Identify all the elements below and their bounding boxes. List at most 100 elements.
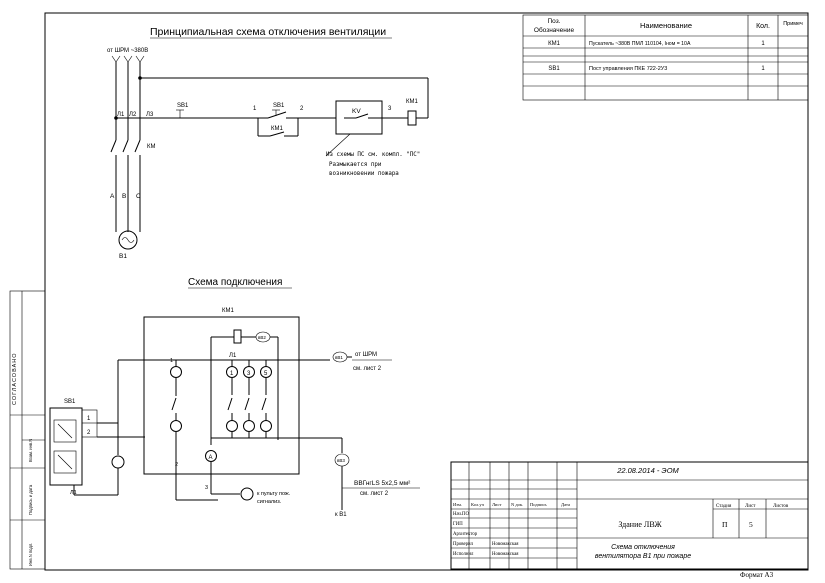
- terminal-3: 3: [388, 106, 392, 112]
- inv-orig-label: Взам. инв.N: [28, 439, 33, 462]
- control-circuit: SB1 1 SB1 2 КМ1 KV: [116, 78, 429, 177]
- motor-term-a: A: [110, 193, 115, 200]
- sign-date-label: Подпись и дата: [28, 484, 33, 515]
- terminal-circle-1: [226, 366, 238, 378]
- role-checked: Проверил: [453, 542, 474, 547]
- wire-2-label: 2: [175, 462, 178, 468]
- fire-panel-terminal: [240, 487, 254, 501]
- sb1-start-label: SB1: [273, 103, 285, 109]
- terminal-1-label: 1: [230, 371, 234, 377]
- spec-row-2-qty: 1: [761, 66, 765, 72]
- fire-panel-1: к пульту пож.: [257, 491, 291, 497]
- sheets-label: Листов: [773, 504, 789, 509]
- terminal-3-label: 3: [247, 371, 251, 377]
- sb1-panel: [49, 407, 83, 486]
- col-kol: Кол.уч: [471, 502, 485, 507]
- fire-panel-2: сигнализ.: [257, 499, 282, 505]
- terminal-circle-3: [243, 366, 255, 378]
- note-line-2: Размыкается при: [329, 162, 381, 168]
- spec-header-qty: Кол.: [756, 23, 770, 30]
- motor-symbol: [118, 230, 138, 250]
- phase-l3: Л3: [146, 112, 154, 118]
- building: Здание ЛВЖ: [618, 520, 662, 529]
- km1-box-label: КМ1: [222, 308, 234, 314]
- cable-vv3-label: вВ3: [337, 458, 345, 463]
- l1-label: Л1: [229, 353, 237, 359]
- wire-1-label: 1: [170, 358, 173, 364]
- supply-label: от ШРМ ~380В: [107, 48, 148, 54]
- l1-bottom-label: Л1: [70, 490, 77, 496]
- cable-spec: ВВГнгLS 5х2,5 мм²: [354, 480, 411, 487]
- terminal-5-label: 5: [264, 371, 268, 377]
- approved-label: СОГЛАСОВАНО: [12, 353, 18, 406]
- col-list: Лист: [492, 502, 501, 507]
- spec-header-note: Примеч: [783, 21, 803, 27]
- spec-row-1-name: Пускатель ~380В ПМЛ 110104, Iном = 10А: [589, 41, 691, 47]
- connection-title: Схема подключения: [188, 277, 282, 288]
- km1-coil: [407, 110, 417, 126]
- sb1-term-1: 1: [87, 416, 91, 422]
- drawing-title-1: Схема отключения: [611, 544, 675, 551]
- cable-vv2-label: вВ2: [258, 335, 266, 340]
- ammeter-label: A: [209, 455, 213, 461]
- name-executed: Новомакская: [492, 552, 519, 557]
- side-stamp: СОГЛАСОВАНО Взам. инв.N Подпись и дата И…: [9, 290, 46, 570]
- role-gip: ГИП: [453, 522, 463, 527]
- format-label: Формат А3: [740, 571, 774, 579]
- see-sheet-2b: см. лист 2: [360, 491, 389, 497]
- col-sign: Подпись: [530, 502, 547, 507]
- connection-diagram: Схема подключения КМ1 вВ2 Л1 вВ1 от ШРМ …: [49, 277, 420, 518]
- date-code: 22.08.2014 - ЭОМ: [616, 466, 679, 475]
- sb1-conn-label: SB1: [64, 399, 76, 405]
- spec-header-name: Наименование: [640, 21, 692, 30]
- note-line-3: возникновении пожара: [329, 171, 399, 177]
- phase-l1: Л1: [117, 112, 125, 118]
- stage-value: П: [722, 520, 728, 529]
- role-executed: Исполнил: [453, 552, 474, 557]
- principal-diagram: Принципиальная схема отключения вентиляц…: [107, 26, 429, 260]
- sheet-label: Лист: [745, 504, 756, 509]
- kv-label: KV: [352, 108, 361, 115]
- sb1-stop-label: SB1: [177, 103, 189, 109]
- cabinet-box: [143, 316, 300, 475]
- main-title: Принципиальная схема отключения вентиляц…: [150, 26, 386, 38]
- sb1-term-2: 2: [87, 430, 91, 436]
- spec-row-1-qty: 1: [761, 41, 765, 47]
- motor-label: В1: [119, 253, 127, 260]
- from-shrm: от ШРМ: [355, 352, 377, 358]
- terminal-1: 1: [253, 106, 257, 112]
- km1-contact-label: КМ1: [271, 126, 283, 132]
- contact-km: КМ: [147, 144, 156, 150]
- terminal-2: 2: [300, 106, 304, 112]
- title-block: 22.08.2014 - ЭОМ Изм. Кол.уч Лист N док.…: [450, 461, 809, 579]
- spec-row-2-pos: SB1: [548, 66, 560, 72]
- name-checked: Новомакская: [492, 542, 519, 547]
- sheet-frame: [44, 12, 809, 571]
- role-architect: Архитектор: [453, 532, 478, 537]
- spec-header-pos: Поз.: [548, 18, 561, 25]
- col-ndoc: N док.: [511, 502, 523, 507]
- motor-term-c: C: [136, 193, 141, 200]
- sheet-value: 5: [749, 520, 753, 529]
- col-izm: Изм.: [453, 502, 462, 507]
- to-b1: к В1: [335, 512, 347, 518]
- phase-l2: Л2: [129, 112, 137, 118]
- km1-coil-connection: [233, 329, 242, 344]
- spec-table: Поз. Обозначение Наименование Кол. Приме…: [522, 14, 809, 101]
- phase-lines: Л1 Л2 Л3 КМ A B C В1: [110, 55, 428, 260]
- motor-term-b: B: [122, 193, 126, 200]
- col-date: Дата: [561, 502, 570, 507]
- coil-label: КМ1: [406, 99, 418, 105]
- inv-no-label: Инв.N подл.: [28, 543, 33, 566]
- drawing-title-2: вентилятора В1 при пожаре: [595, 553, 691, 560]
- see-sheet-2a: см. лист 2: [353, 366, 382, 372]
- wire-3-label: 3: [205, 485, 208, 491]
- spec-row-2-name: Пост управления ПКЕ 722-2У3: [589, 66, 667, 72]
- spec-row-1-pos: КМ1: [548, 41, 560, 47]
- note-line-1: Из схемы ПС см. компл. "ПС": [326, 152, 420, 158]
- spec-header-pos-2: Обозначение: [534, 26, 575, 34]
- ammeter: [205, 450, 217, 462]
- role-nach-po: Нач.ПО: [453, 512, 469, 517]
- stage-label: Стадия: [716, 504, 732, 509]
